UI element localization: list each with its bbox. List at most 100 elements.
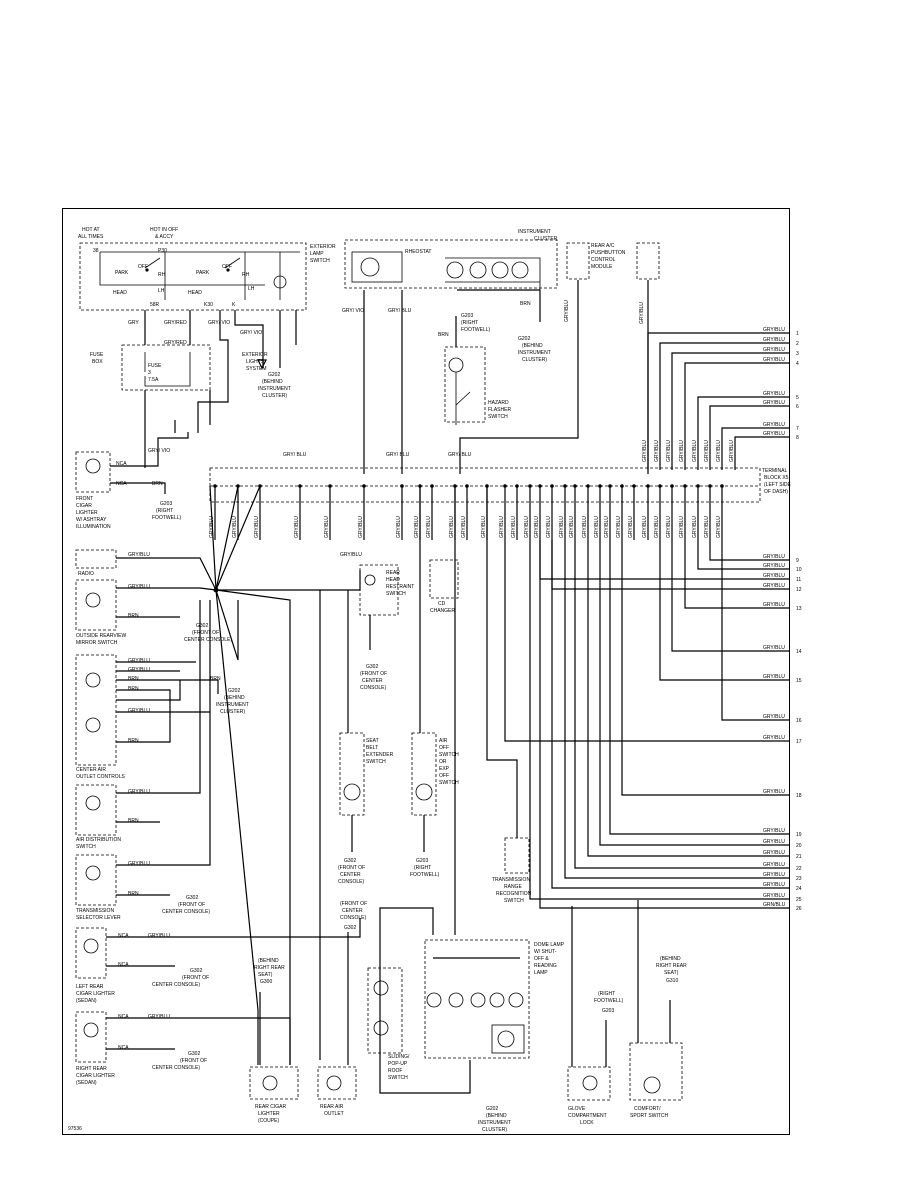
rear-ac-2: PUSHBUTTON (591, 250, 626, 256)
wire-gry-blu-5: GRY/ BLU (386, 452, 410, 458)
cs-1: COMFORT/ (634, 1106, 661, 1112)
glove-compartment-lock: GLOVE COMPARTMENT LOCK (RIGHT FOOTWELL) … (567, 991, 624, 1126)
wire-gry-blu-2: GRY/BLU (564, 300, 570, 322)
vertical-wire-label: GRY/BLU (604, 516, 610, 538)
instrument-cluster: RHEOSTAT INSTRUMENT CLUSTER (344, 229, 558, 290)
terminal-number: 1 (796, 331, 799, 337)
terminal-wire-top (684, 362, 790, 470)
g202-d-4: CLUSTER) (482, 1127, 507, 1133)
terminal-number: 5 (796, 395, 799, 401)
g302-c-2: (FRONT OF (182, 975, 209, 981)
terminal-wire-label: GRY/BLU (763, 714, 785, 720)
g302-a-2: (FRONT OF (192, 630, 219, 636)
g302-e-2: (FRONT OF (360, 671, 387, 677)
terminal-wire-bottom (587, 540, 790, 857)
terminal-wire-label: GRY/BLU (763, 872, 785, 878)
wire-gry-vio-1: GRY/ VIO (208, 320, 230, 326)
fuse-num: 3 (148, 370, 151, 376)
terminal-wire-bottom (709, 540, 790, 561)
rr-2: CIGAR LIGHTER (76, 1073, 115, 1079)
wire-gry-red-1: GRY/RED (164, 320, 187, 326)
rc-1: REAR CIGAR (255, 1104, 287, 1110)
sb-2: BELT (366, 745, 378, 751)
air-distribution-switch: GRY/BLU BRN AIR DISTRIBUTION SWITCH (75, 784, 150, 850)
radio-wire: GRY/BLU (128, 552, 150, 558)
rh-2: HEAD (386, 577, 400, 583)
g202-b-3: INSTRUMENT (518, 350, 551, 356)
pin-38: 38 (93, 248, 99, 254)
dl-2: W/ SHUT- (534, 949, 557, 955)
dl-5: LAMP (534, 970, 548, 976)
vertical-wire-label: GRY/BLU (666, 440, 672, 462)
vertical-wire-label: GRY/BLU (594, 516, 600, 538)
fuse-box: FUSE BOX FUSE 3 7.5A (90, 344, 211, 391)
ca-w1: GRY/BLU (128, 658, 150, 664)
seat-belt-extender-switch: SEAT BELT EXTENDER SWITCH G302 (FRONT OF… (338, 732, 394, 885)
terminal-wire-label: GRY/BLU (763, 347, 785, 353)
g302-f-1: G302 (344, 858, 356, 864)
g302-c-1: G302 (190, 968, 202, 974)
terminal-wire-label: GRY/BLU (763, 893, 785, 899)
fuse-box-1: FUSE (90, 352, 104, 358)
vertical-wire-label: GRY/BLU (232, 516, 238, 538)
terminal-wire-label: GRY/BLU (763, 327, 785, 333)
ao-7: SWITCH (439, 780, 459, 786)
terminal-block-dots (213, 484, 724, 488)
tr-2: RANGE (504, 884, 522, 890)
hot-in-off-2: & ACCY (155, 234, 174, 240)
terminal-wire-label: GRY/BLU (763, 850, 785, 856)
mirror-wire-2: BRN (128, 613, 139, 619)
terminal-wire-label: GRN/BLU (763, 902, 786, 908)
ca-w2: GRY/BLU (128, 667, 150, 673)
g203-b-3: FOOTWELL) (152, 515, 182, 521)
g302-e-3: CENTER (362, 678, 383, 684)
pin-p30: P30 (158, 248, 167, 254)
ca-w5: GRY/BLU (128, 708, 150, 714)
rear-air-outlet: REAR AIR OUTLET (FRONT OF CENTER CONSOLE… (317, 901, 367, 1117)
vertical-wire-label: GRY/BLU (679, 516, 685, 538)
hazard-3: SWITCH (488, 414, 508, 420)
g203-c-1: G203 (416, 858, 428, 864)
wire-gry-1: GRY (128, 320, 139, 326)
tb-1: TERMINAL (762, 468, 788, 474)
vertical-wire-label: GRY/BLU (499, 516, 505, 538)
g203-c-3: FOOTWELL) (410, 872, 440, 878)
sliding-roof-switch: SLIDING/ POP-UP ROOF SWITCH (367, 967, 410, 1081)
ca-w6: BRN (128, 738, 139, 744)
terminal-wire-top (659, 342, 790, 470)
gl-3: LOCK (580, 1120, 594, 1126)
terminal-wire-bottom (621, 540, 790, 796)
tr-1: TRANSMISSION (492, 877, 530, 883)
terminal-number: 26 (796, 906, 802, 912)
g203-b-2: (RIGHT (156, 508, 173, 514)
rear-ac-module: REAR A/C PUSHBUTTON CONTROL MODULE (566, 242, 660, 280)
wire-gry-blu-1: GRY/ BLU (388, 308, 412, 314)
diagram-frame (62, 208, 790, 1135)
terminal-number: 23 (796, 876, 802, 882)
terminal-wire-label: GRY/BLU (763, 789, 785, 795)
g203-b-1: G203 (160, 501, 172, 507)
rr-w2: GRY/BLU (148, 1014, 170, 1020)
terminal-wire-bottom (659, 540, 790, 681)
vertical-wire-label: GRY/BLU (559, 516, 565, 538)
rr-3: (SEDAN) (76, 1080, 97, 1086)
vertical-wire-label: GRY/BLU (511, 516, 517, 538)
g302-f-4: CONSOLE) (338, 879, 364, 885)
g302-e-1: G302 (366, 664, 378, 670)
sr-1: SLIDING/ (388, 1054, 410, 1060)
sb-4: SWITCH (366, 759, 386, 765)
g202-a-1: G202 (268, 372, 280, 378)
om-1: OUTSIDE REARVIEW (76, 633, 126, 639)
ao-3: SWITCH (439, 752, 459, 758)
terminal-number: 9 (796, 558, 799, 564)
rh-1: REAR (386, 570, 400, 576)
rear-ac-1: REAR A/C (591, 243, 615, 249)
vertical-wire-label: GRY/BLU (654, 440, 660, 462)
ts-w1: GRY/BLU (128, 861, 150, 867)
vertical-wire-label: GRY/BLU (704, 440, 710, 462)
g302-g-3: CONSOLE) (340, 915, 366, 921)
tr-3: RECOGNITION (496, 891, 532, 897)
pin-k: K (232, 302, 236, 308)
ts-2: SELECTOR LEVER (76, 915, 121, 921)
